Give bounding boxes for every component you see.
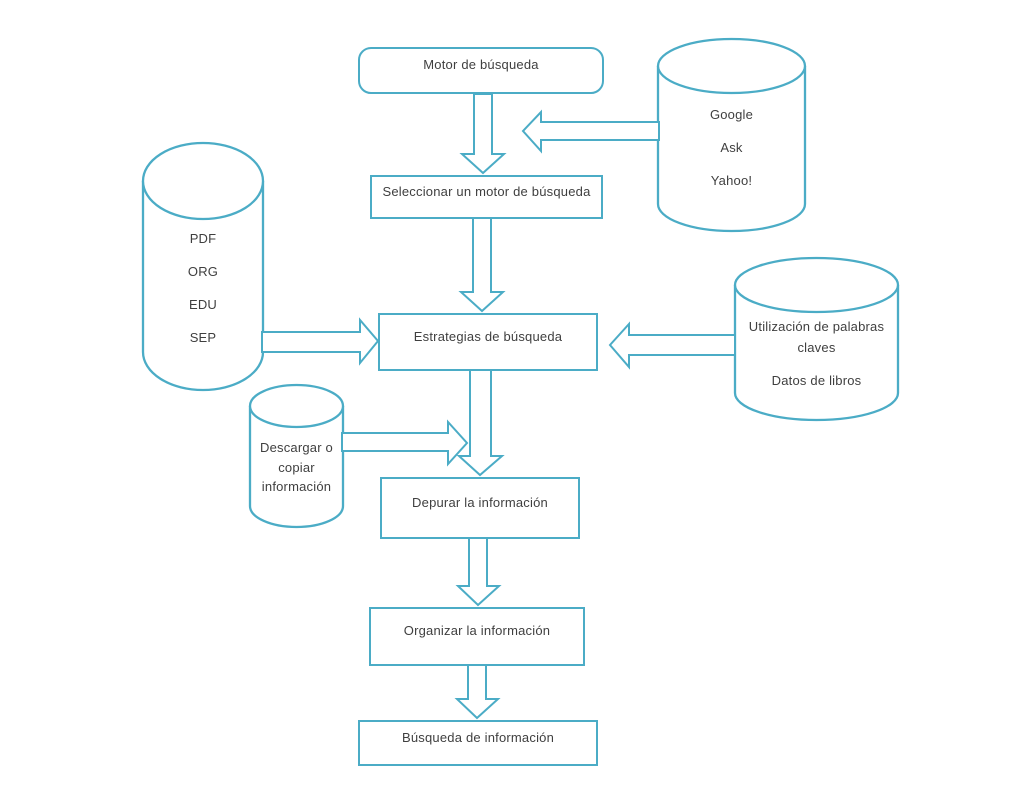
search-engine-item: Ask xyxy=(720,140,743,155)
search-engine-item: Yahoo! xyxy=(710,173,753,188)
node-motor-de-busqueda: Motor de búsqueda xyxy=(358,47,604,94)
arrow-depurar-to-organizar xyxy=(455,537,502,607)
node-organizar-informacion: Organizar la información xyxy=(369,607,585,666)
domain-item: EDU xyxy=(188,297,218,312)
descargar-line: información xyxy=(261,479,332,494)
arrow-descargar-right xyxy=(341,419,469,467)
arrow-keywords-to-estrategias xyxy=(608,321,736,370)
domains-cylinder xyxy=(141,141,265,392)
arrow-searchengines-left xyxy=(521,109,660,154)
descargar-line: Descargar o xyxy=(259,440,333,455)
node-estrategias-label: Estrategias de búsqueda xyxy=(413,328,563,344)
arrow-seleccionar-to-estrategias xyxy=(458,217,506,313)
keywords-line: Utilización de palabras xyxy=(748,319,885,334)
node-seleccionar-motor: Seleccionar un motor de búsqueda xyxy=(370,175,603,219)
keywords-cylinder xyxy=(733,256,900,422)
arrow-organizar-to-busqueda xyxy=(454,664,501,720)
node-seleccionar-label: Seleccionar un motor de búsqueda xyxy=(382,183,591,199)
arrow-domains-to-estrategias xyxy=(261,317,380,366)
domain-item: SEP xyxy=(189,330,217,345)
arrow-estrategias-to-depurar xyxy=(456,368,505,477)
node-busqueda-label: Búsqueda de información xyxy=(401,729,555,745)
node-busqueda-informacion: Búsqueda de información xyxy=(358,720,598,766)
keywords-label: Utilización de palabras claves Datos de … xyxy=(735,316,898,391)
domain-item: PDF xyxy=(189,231,217,246)
arrow-motor-to-seleccionar xyxy=(459,93,507,175)
search-engines-cylinder xyxy=(656,37,807,233)
domain-item: ORG xyxy=(187,264,219,279)
descargar-cylinder xyxy=(248,383,345,529)
search-engines-list: Google Ask Yahoo! xyxy=(658,98,805,197)
node-organizar-label: Organizar la información xyxy=(403,623,551,638)
descargar-line: copiar xyxy=(278,459,315,475)
node-motor-label: Motor de búsqueda xyxy=(423,57,539,72)
descargar-label: Descargar o copiar información xyxy=(250,438,343,497)
node-depurar-informacion: Depurar la información xyxy=(380,477,580,539)
keywords-line: Datos de libros xyxy=(771,373,862,388)
domains-list: PDF ORG EDU SEP xyxy=(143,222,263,354)
search-engine-item: Google xyxy=(709,107,754,122)
node-depurar-label: Depurar la información xyxy=(412,494,548,510)
node-estrategias-busqueda: Estrategias de búsqueda xyxy=(378,313,598,371)
keywords-line: claves xyxy=(797,340,836,355)
